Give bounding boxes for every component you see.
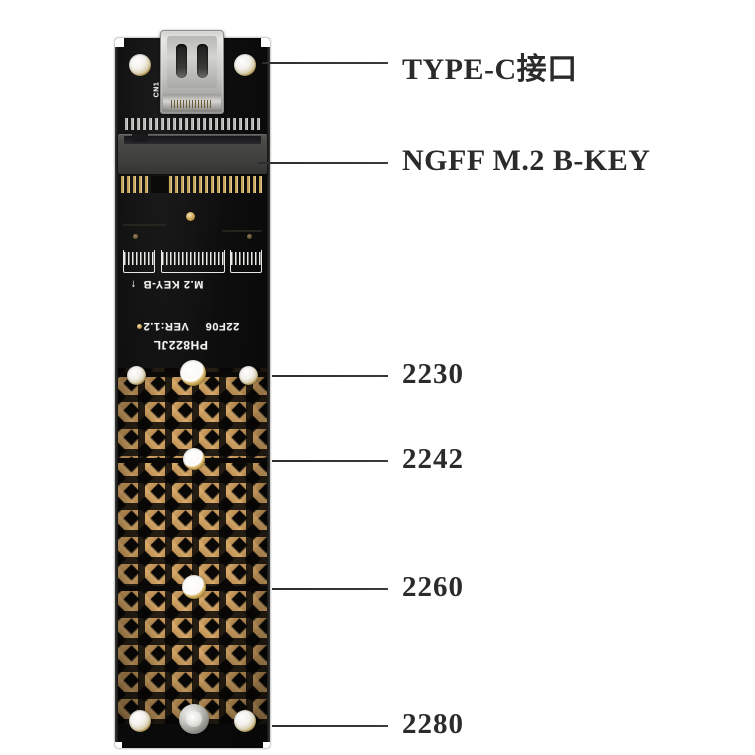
pcb-board: CN1 ↑ M.2 KEY-B VER:1.2 22F06 PH822JL (115, 38, 270, 748)
m2-slot-gold-pins (121, 176, 264, 193)
silkscreen-version: VER:1.2 (143, 320, 189, 332)
pcb-trace-b (222, 230, 262, 232)
pcb-via-right (247, 234, 252, 239)
silkscreen-key-label: M.2 KEY-B (143, 278, 204, 290)
leader-line-2242 (272, 460, 388, 462)
silk-outline-left (123, 250, 155, 273)
silkscreen-date-code: 22F06 (205, 320, 240, 332)
m2-slot-pin-gap (151, 176, 168, 193)
callout-label-typec: TYPE-C接口 (402, 53, 578, 86)
mount-hole-top-right (234, 54, 256, 76)
pcb-trace-a (123, 224, 167, 226)
screw-head (186, 711, 202, 727)
usb-c-solder-pins (171, 100, 213, 108)
m2-b-key-slot (118, 134, 267, 174)
board-right-edge (267, 38, 270, 748)
callout-label-2242: 2242 (402, 443, 464, 475)
leader-line-2230 (272, 375, 388, 377)
copper-hatch-fill (118, 368, 267, 724)
leader-line-typec (262, 62, 388, 64)
mount-hole-2242 (183, 448, 205, 470)
callout-label-2230: 2230 (402, 358, 464, 390)
mount-screw-2280 (179, 704, 209, 734)
board-notch-top-right (261, 38, 270, 47)
callout-label-2260: 2260 (402, 571, 464, 603)
mount-hole-top-left (129, 54, 151, 76)
mount-hole-2230 (180, 360, 206, 386)
silk-outline-right (230, 250, 262, 273)
usb-c-slot-right (197, 44, 208, 78)
usb-c-port (160, 30, 224, 114)
pcb-via-left (133, 234, 138, 239)
usb-c-shell-face (167, 36, 217, 88)
mount-hole-2230-right (239, 366, 258, 385)
board-top-edge-fingers (125, 118, 260, 130)
pcb-via-center (186, 212, 195, 221)
silkscreen-key-arrow: ↑ (130, 278, 137, 290)
silkscreen-part-number: PH822JL (153, 338, 208, 352)
board-notch-top-left (115, 38, 124, 47)
usb-c-slot-left (176, 44, 187, 78)
callout-label-2280: 2280 (402, 708, 464, 740)
leader-line-ngff (258, 162, 388, 164)
leader-line-2260 (272, 588, 388, 590)
mount-hole-2280-right (234, 710, 256, 732)
mount-hole-2280-left (129, 710, 151, 732)
m2-slot-b-key-notch (132, 134, 148, 142)
mount-hole-2230-left (127, 366, 146, 385)
silk-outline-center (161, 250, 225, 273)
mount-hole-2260 (182, 575, 206, 599)
board-notch-bottom-right (263, 742, 270, 748)
pcb-via-silk (137, 324, 142, 329)
board-notch-bottom-left (115, 742, 122, 748)
m2-slot-mouth (124, 136, 261, 144)
board-left-edge (115, 38, 118, 748)
leader-line-2280 (272, 725, 388, 727)
callout-label-ngff: NGFF M.2 B-KEY (402, 144, 651, 177)
